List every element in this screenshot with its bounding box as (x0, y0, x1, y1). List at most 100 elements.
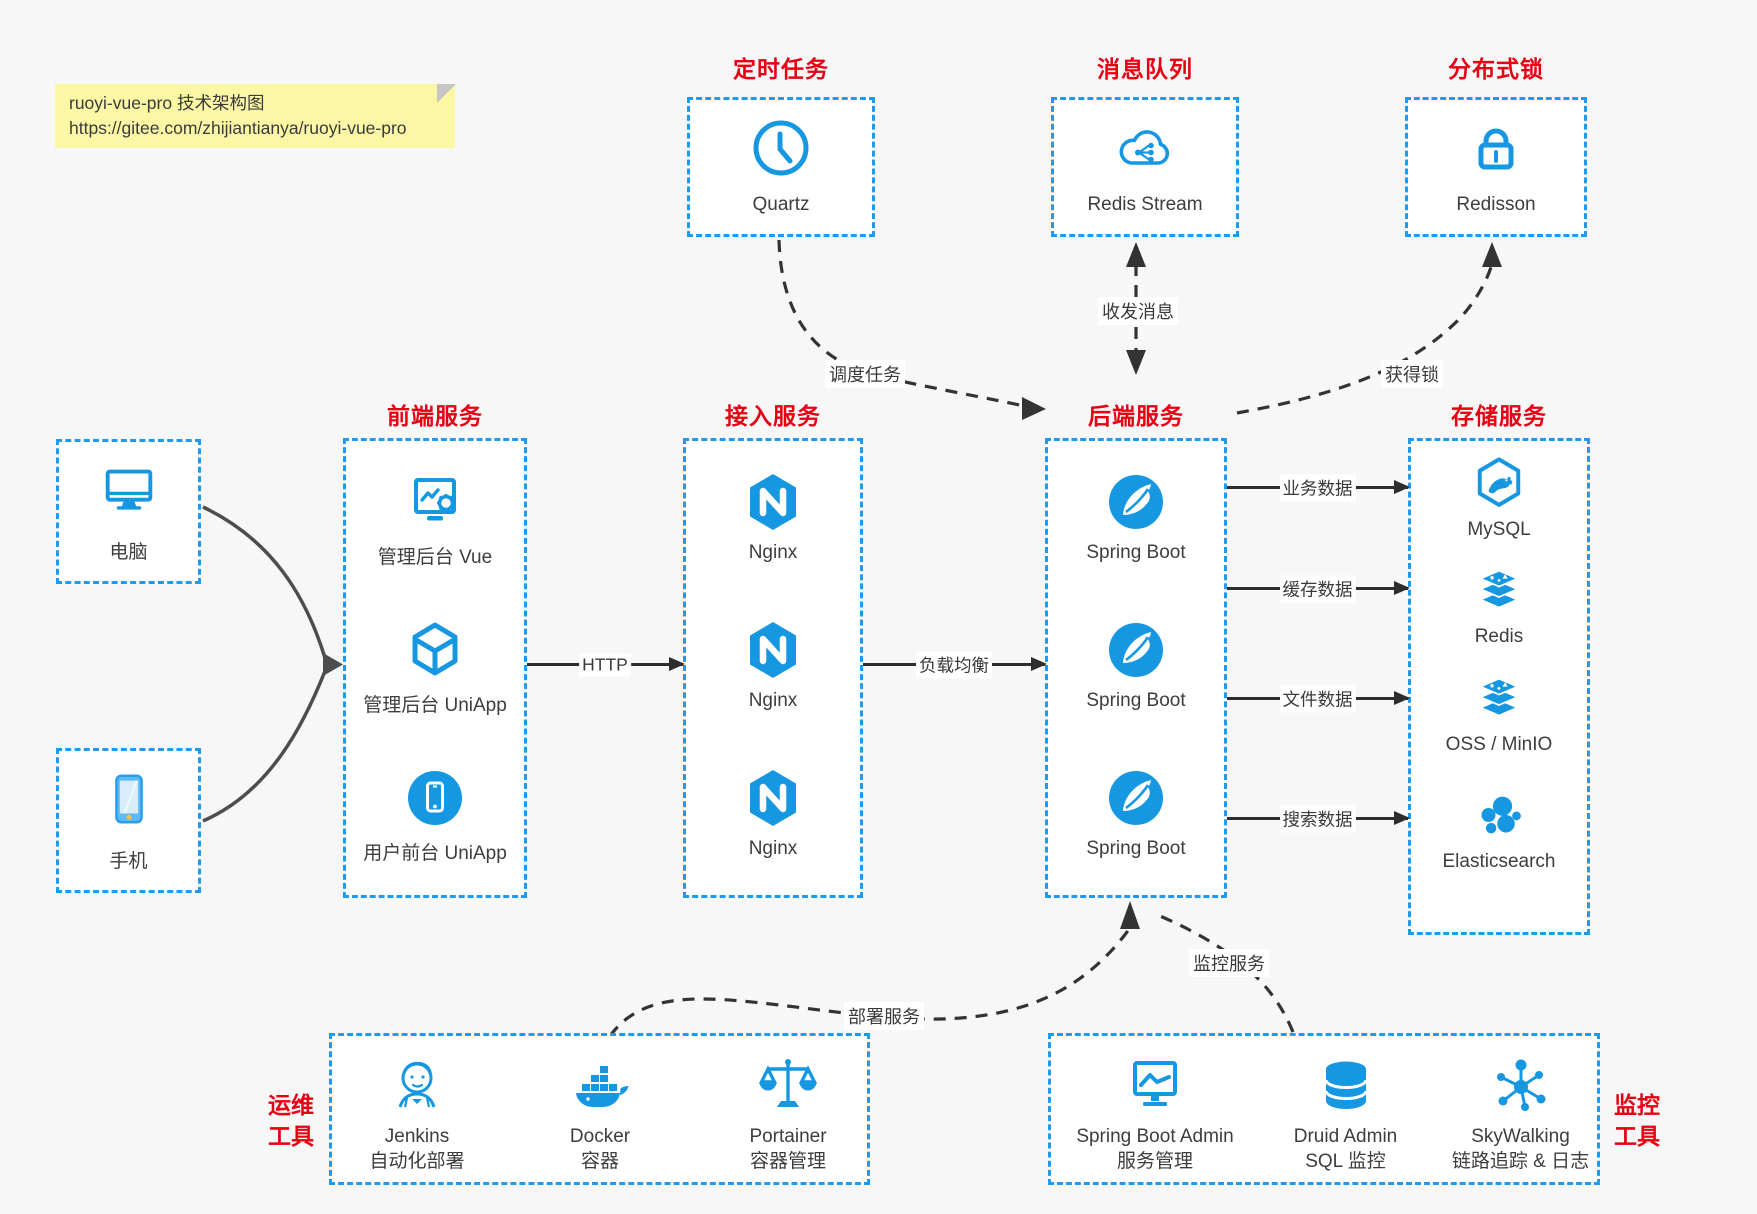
node-spring-boot-admin: Spring Boot Admin 服务管理 (1055, 1046, 1255, 1174)
box-ops-tools (329, 1033, 870, 1185)
box-monitor-tools (1048, 1033, 1600, 1185)
layers-icon (1408, 562, 1590, 618)
arrowhead (1031, 657, 1047, 671)
arrowhead (669, 657, 685, 671)
column-title-gateway: 接入服务 (725, 403, 821, 429)
group-title-scheduled-jobs: 定时任务 (733, 56, 829, 82)
arrowhead (1394, 811, 1410, 825)
arrow-label: 负载均衡 (916, 651, 992, 679)
chart-monitor-icon (1055, 1046, 1255, 1124)
node-elasticsearch: Elasticsearch (1408, 787, 1590, 873)
node-portainer: Portainer 容器管理 (703, 1046, 873, 1174)
tool-name: Spring Boot Admin (1076, 1126, 1234, 1147)
node-label: Redis Stream (1087, 194, 1203, 215)
tool-name: Docker (569, 1126, 631, 1147)
spring-icon (1045, 766, 1227, 830)
box-redis-stream: Redis Stream (1051, 97, 1239, 237)
arrowhead (1394, 480, 1410, 494)
node-docker: Docker 容器 (515, 1046, 685, 1174)
arrow-search-data: 搜索数据 (1227, 805, 1410, 833)
node-skywalking: SkyWalking 链路追踪 & 日志 (1428, 1046, 1613, 1174)
node-label: Nginx (748, 690, 798, 711)
node-label: Spring Boot (1086, 690, 1186, 711)
user-app-icon (343, 766, 527, 830)
node-oss-minio: OSS / MinIO (1408, 670, 1590, 756)
label-deploy-service: 部署服务 (844, 1002, 924, 1030)
side-label-line1: 运维 (268, 1092, 314, 1118)
box-quartz: Quartz (687, 97, 875, 237)
note-url: https://gitee.com/zhijiantianya/ruoyi-vu… (69, 118, 407, 138)
node-label: MySQL (1467, 519, 1531, 540)
docker-icon (515, 1046, 685, 1124)
node-spring-boot-1: Spring Boot (1045, 470, 1227, 564)
database-icon (1258, 1046, 1433, 1124)
node-admin-vue: 管理后台 Vue (343, 470, 527, 569)
tool-desc: 链路追踪 & 日志 (1451, 1151, 1590, 1172)
node-label: Elasticsearch (1442, 851, 1556, 872)
tool-desc: 容器 (580, 1151, 619, 1172)
tool-name: Jenkins (384, 1126, 450, 1147)
group-title-distributed-lock: 分布式锁 (1448, 56, 1544, 82)
label-acquire-lock: 获得锁 (1381, 360, 1443, 388)
tool-name: Druid Admin (1293, 1126, 1398, 1147)
clock-icon (749, 116, 813, 185)
column-title-storage: 存储服务 (1451, 403, 1547, 429)
elasticsearch-icon (1408, 787, 1590, 843)
node-spring-boot-3: Spring Boot (1045, 766, 1227, 860)
tool-name: SkyWalking (1471, 1126, 1570, 1147)
node-label: 电脑 (109, 542, 148, 563)
tool-desc: 服务管理 (1116, 1151, 1193, 1172)
spring-icon (1045, 618, 1227, 682)
node-nginx-1: Nginx (683, 470, 863, 564)
curve-backend-to-redisson (1236, 263, 1494, 415)
note-fold-corner (437, 84, 456, 103)
label-monitor-service: 监控服务 (1189, 949, 1269, 977)
side-label-line1: 监控 (1614, 1092, 1660, 1118)
spring-icon (1045, 470, 1227, 534)
arrowhead (1126, 242, 1146, 267)
node-redis: Redis (1408, 562, 1590, 648)
tool-name: Portainer (749, 1126, 827, 1147)
arrowhead (1482, 242, 1502, 267)
node-label: OSS / MinIO (1445, 734, 1553, 755)
tool-desc: SQL 监控 (1305, 1151, 1386, 1172)
box-storage-services (1408, 438, 1590, 935)
node-user-uniapp: 用户前台 UniApp (343, 766, 527, 865)
node-label: Quartz (752, 194, 810, 215)
jenkins-icon (332, 1046, 502, 1124)
node-label: 用户前台 UniApp (363, 843, 507, 864)
node-mysql: MySQL (1408, 455, 1590, 541)
arrowhead (1126, 350, 1146, 375)
arrow-label: 搜索数据 (1279, 805, 1356, 833)
label-send-receive-message: 收发消息 (1098, 297, 1178, 325)
admin-vue-icon (343, 470, 527, 534)
tool-desc: 容器管理 (749, 1151, 826, 1172)
mysql-icon (1408, 455, 1590, 511)
node-label: Spring Boot (1086, 838, 1186, 859)
group-title-message-queue: 消息队列 (1097, 56, 1193, 82)
arrow-business-data: 业务数据 (1227, 474, 1410, 502)
arrow-label: 缓存数据 (1279, 575, 1356, 603)
arrow-load-balance: 负载均衡 (863, 651, 1047, 679)
node-nginx-2: Nginx (683, 618, 863, 712)
side-label-line2: 工具 (1614, 1123, 1660, 1149)
node-nginx-3: Nginx (683, 766, 863, 860)
arrow-label: 文件数据 (1279, 685, 1356, 713)
node-spring-boot-2: Spring Boot (1045, 618, 1227, 712)
node-label: 管理后台 UniApp (363, 695, 507, 716)
arrow-label: 业务数据 (1279, 474, 1356, 502)
arrowhead (1394, 581, 1410, 595)
curve-desktop-to-frontend (202, 505, 327, 659)
nginx-icon (683, 470, 863, 534)
arrowhead (323, 653, 343, 676)
arrow-http: HTTP (527, 653, 685, 677)
node-label: Redisson (1456, 194, 1536, 215)
curve-mobile-to-frontend (202, 670, 327, 823)
arrow-cache-data: 缓存数据 (1227, 575, 1410, 603)
column-title-frontend: 前端服务 (387, 403, 483, 429)
desktop-icon (98, 459, 160, 526)
cloud-stream-icon (1113, 116, 1177, 185)
node-admin-uniapp: 管理后台 UniApp (343, 618, 527, 717)
arrow-label: HTTP (579, 653, 631, 677)
